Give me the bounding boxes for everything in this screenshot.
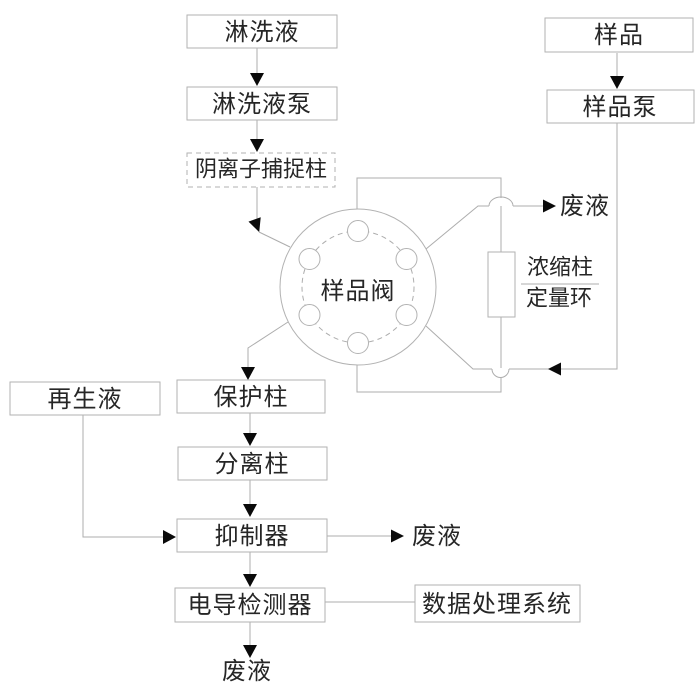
sample-pump-box xyxy=(546,89,695,124)
conductivity-detector-box xyxy=(174,587,326,623)
concentration-column-box xyxy=(487,251,516,318)
valve-port-upper-right xyxy=(395,248,418,270)
arrow-down-icon xyxy=(243,433,257,446)
eluent-pump-node: 淋洗液泵 xyxy=(186,86,338,121)
sample-pump-node: 样品泵 xyxy=(546,89,695,124)
arrow-down-icon xyxy=(243,645,257,658)
sample-node: 样品 xyxy=(544,17,694,53)
data-processing-system-box xyxy=(414,584,581,623)
conductivity-detector-label: 电导检测器 xyxy=(188,591,313,619)
eluent-pump-box xyxy=(186,86,338,121)
regenerant-box xyxy=(9,381,161,416)
trap-to-valve-diagonal xyxy=(258,231,291,248)
separation-column-label: 分离柱 xyxy=(215,450,290,478)
arrow-right-icon xyxy=(543,199,556,213)
anion-trap-column-label: 阴离子捕捉柱 xyxy=(195,158,327,183)
eluent-box xyxy=(186,14,338,49)
arrow-right-icon xyxy=(163,530,176,544)
arrow-down-icon xyxy=(250,73,264,86)
sample-box xyxy=(544,17,694,53)
data-processing-system-node: 数据处理系统 xyxy=(414,584,581,623)
arrow-down-right-icon xyxy=(248,217,261,233)
arrow-down-icon xyxy=(243,504,257,517)
regenerant-label: 再生液 xyxy=(48,385,123,413)
flow-lines xyxy=(82,48,624,658)
sample-valve-node: 样品阀 xyxy=(279,208,437,366)
regenerant-to-suppressor-line xyxy=(82,415,163,538)
arrow-down-icon xyxy=(250,139,264,152)
regenerant-node: 再生液 xyxy=(9,381,161,416)
valve-to-guard-line xyxy=(247,321,289,368)
valve-inlet-diagonal xyxy=(425,325,492,370)
valve-to-waste-diagonal xyxy=(425,205,489,250)
arrow-down-icon xyxy=(241,367,255,380)
valve-port-top xyxy=(347,220,369,242)
suppressor-node: 抑制器 xyxy=(176,518,328,553)
waste-mid-label: 废液 xyxy=(412,522,462,550)
guard-column-label: 保护柱 xyxy=(214,383,289,411)
arrow-right-icon xyxy=(391,529,404,543)
valve-port-upper-left xyxy=(298,248,321,270)
arrow-down-icon xyxy=(610,76,624,89)
line-hop-under xyxy=(491,368,510,378)
anion-trap-column-node: 阴离子捕捉柱 xyxy=(186,152,336,188)
sample-label: 样品 xyxy=(594,21,644,49)
conductivity-detector-node: 电导检测器 xyxy=(174,587,326,623)
guard-column-box xyxy=(176,379,326,414)
sample-valve-label: 样品阀 xyxy=(321,277,396,305)
concentration-column-label: 浓缩柱 xyxy=(527,256,593,281)
concentration-column-node: 浓缩柱 定量环 xyxy=(487,251,599,318)
data-processing-system-label: 数据处理系统 xyxy=(422,590,572,618)
guard-column-node: 保护柱 xyxy=(176,379,326,414)
valve-port-lower-left xyxy=(298,304,321,326)
sample-pump-to-valve-line xyxy=(509,123,618,370)
line-hop-over xyxy=(488,196,514,207)
separation-column-box xyxy=(177,446,328,481)
valve-outer-circle xyxy=(279,208,437,366)
suppressor-label: 抑制器 xyxy=(215,522,290,550)
eluent-node: 淋洗液 xyxy=(186,14,338,49)
valve-port-bottom xyxy=(347,332,369,354)
arrow-down-icon xyxy=(243,574,257,587)
column-to-valve-bottom-line xyxy=(356,365,502,393)
valve-port-lower-right xyxy=(395,304,418,326)
arrow-left-icon xyxy=(548,362,561,376)
eluent-label: 淋洗液 xyxy=(225,18,300,46)
quantitative-loop-label: 定量环 xyxy=(526,287,592,312)
valve-to-column-top-line xyxy=(356,177,502,209)
anion-trap-column-box xyxy=(186,152,336,188)
waste-top-label: 废液 xyxy=(560,192,610,220)
eluent-pump-label: 淋洗液泵 xyxy=(212,90,312,118)
waste-bottom-label: 废液 xyxy=(222,657,272,685)
separation-column-node: 分离柱 xyxy=(177,446,328,481)
sample-pump-label: 样品泵 xyxy=(583,93,658,121)
suppressor-box xyxy=(176,518,328,553)
